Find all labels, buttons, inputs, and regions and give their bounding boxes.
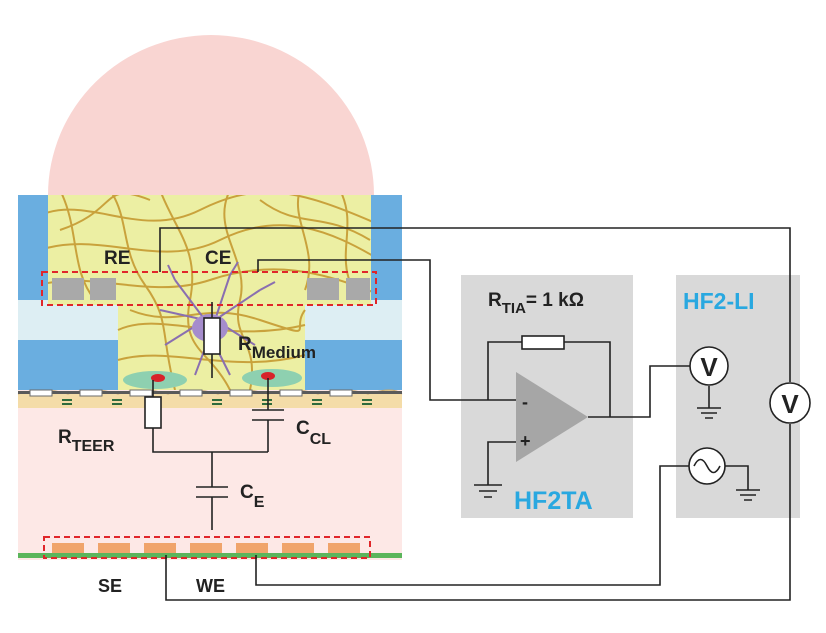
r-medium-label: RMedium [238,334,316,362]
opamp-symbol [516,372,588,462]
hf2ta-label: HF2TA [514,487,593,515]
opamp-minus-label: - [522,392,528,412]
ac-source-icon [688,447,726,485]
voltmeter-outer-symbol: V [781,389,799,419]
c-cl-label: CCL [296,418,331,448]
bottom-electrode-array [18,536,402,559]
dome-medium [48,35,374,195]
r-tia-label: RTIA= 1 kΩ [488,290,584,317]
ce-label: CE [205,248,231,269]
we-label: WE [196,576,225,596]
voltmeter-hf2li-inner: V [689,346,729,386]
top-electrode-array [41,271,377,306]
c-e-label: CE [240,482,265,511]
voltmeter-hf2li-outer: V [769,382,811,424]
r-teer-label: RTEER [58,427,115,455]
r-tia-resistor [521,335,565,350]
circuit-wires [152,227,791,601]
re-label: RE [104,248,130,269]
voltmeter-inner-symbol: V [700,352,718,382]
opamp-plus-label: + [520,431,531,451]
se-label: SE [98,576,122,596]
hf2li-label: HF2-LI [683,288,755,314]
lower-chamber [18,390,402,560]
r-teer-resistor [144,396,162,429]
side-supports [18,195,402,390]
cell-monolayer [17,369,403,408]
r-medium-resistor [203,317,221,355]
